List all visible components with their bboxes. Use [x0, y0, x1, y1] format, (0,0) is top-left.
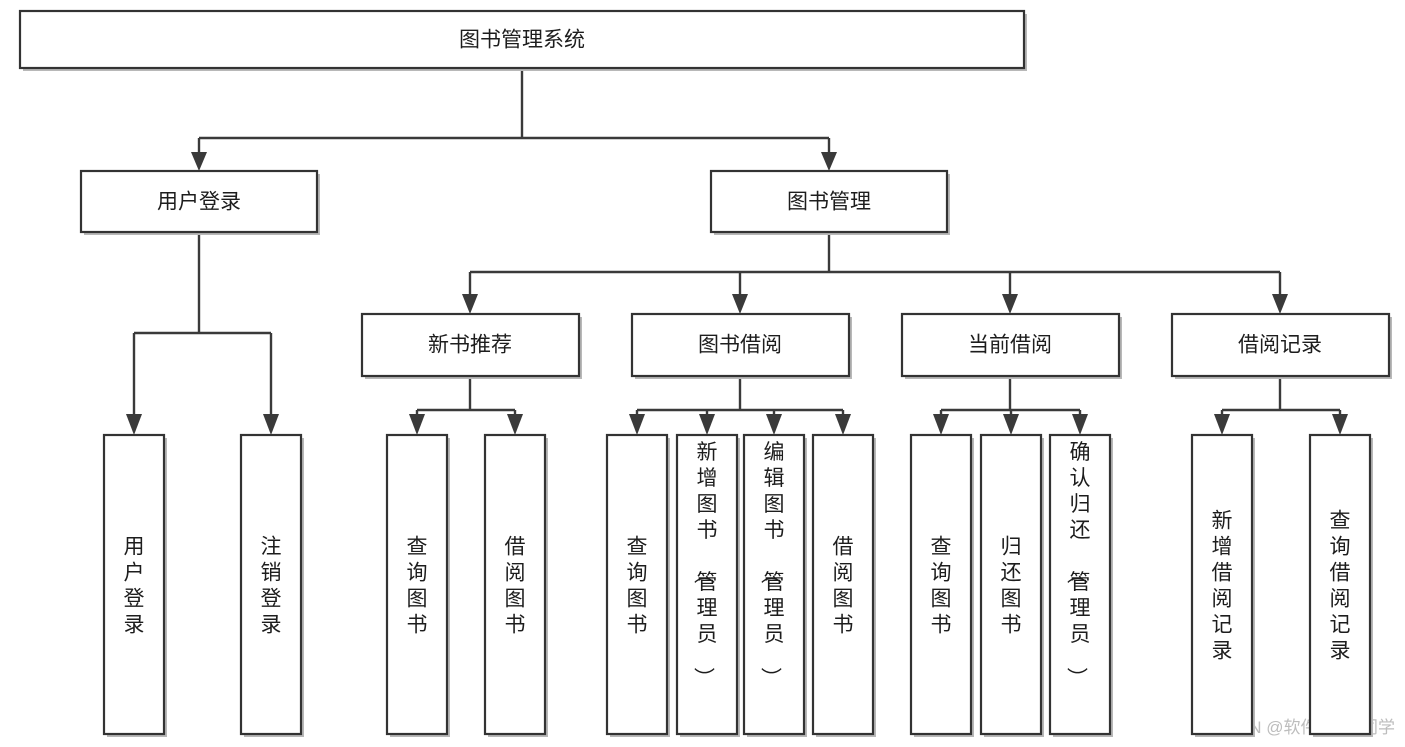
arrow-head-book-borrow — [732, 294, 748, 314]
node-leaf-query-book-1[interactable]: 查询图书 — [385, 433, 450, 737]
connector-layer — [126, 68, 1348, 435]
node-leaf-borrow-book-2[interactable]: 借阅图书 — [811, 433, 876, 737]
arrow-head-leaf-add-record — [1214, 414, 1230, 435]
arrow-head-borrow-record — [1272, 294, 1288, 314]
node-leaf-return-book-rect[interactable] — [979, 433, 1043, 736]
node-root-rect[interactable] — [18, 9, 1026, 70]
node-leaf-logout[interactable]: 注销登录 — [239, 433, 304, 737]
node-new-book-recommend[interactable]: 新书推荐 — [360, 312, 582, 379]
node-book-borrow[interactable]: 图书借阅 — [630, 312, 852, 379]
node-leaf-borrow-book-2-rect[interactable] — [811, 433, 875, 736]
node-new-book-recommend-label: 新书推荐 — [428, 334, 512, 357]
leaf-node-layer: 用户登录 注销登录 查询图书 借阅图书 查询图书 新增图书（管理员） 编辑图书（管理员） 借阅… — [102, 433, 1373, 737]
node-user-login-label: 用户登录 — [157, 191, 241, 214]
node-leaf-query-book-2-rect[interactable] — [605, 433, 669, 736]
arrow-head-leaf-query-book-1 — [409, 414, 425, 435]
node-leaf-add-book-label: 新增图书（管理员） — [692, 441, 718, 688]
node-leaf-query-book-3-rect[interactable] — [909, 433, 973, 736]
node-leaf-add-book[interactable]: 新增图书（管理员） — [675, 433, 740, 737]
arrow-head-leaf-logout — [263, 414, 279, 435]
node-leaf-edit-book[interactable]: 编辑图书（管理员） — [742, 433, 807, 737]
node-book-manage-rect[interactable] — [709, 169, 949, 234]
arrow-head-leaf-borrow-book-2 — [835, 414, 851, 435]
node-borrow-record-label: 借阅记录 — [1238, 334, 1322, 357]
node-root-label: 图书管理系统 — [459, 29, 585, 52]
node-user-login[interactable]: 用户登录 — [79, 169, 320, 235]
node-current-borrow-rect[interactable] — [900, 312, 1121, 378]
node-leaf-return-book-label: 归还图书 — [1001, 535, 1022, 636]
node-leaf-borrow-book-1-rect[interactable] — [483, 433, 547, 736]
node-root[interactable]: 图书管理系统 — [18, 9, 1027, 71]
node-leaf-add-record[interactable]: 新增借阅记录 — [1190, 433, 1255, 737]
arrow-head-leaf-edit-book — [766, 414, 782, 435]
node-leaf-add-book-rect[interactable] — [675, 433, 739, 736]
node-leaf-return-book[interactable]: 归还图书 — [979, 433, 1044, 737]
node-leaf-logout-label: 注销登录 — [261, 535, 282, 636]
node-leaf-query-record-label: 查询借阅记录 — [1330, 509, 1351, 662]
arrow-head-current-borrow — [1002, 294, 1018, 314]
node-leaf-edit-book-label: 编辑图书（管理员） — [759, 441, 785, 688]
arrow-head-leaf-user-login — [126, 414, 142, 435]
node-leaf-query-book-1-label: 查询图书 — [407, 535, 428, 636]
node-current-borrow[interactable]: 当前借阅 — [900, 312, 1122, 379]
arrow-head-leaf-confirm-return — [1072, 414, 1088, 435]
node-user-login-rect[interactable] — [79, 169, 319, 234]
node-new-book-recommend-rect[interactable] — [360, 312, 581, 378]
node-borrow-record[interactable]: 借阅记录 — [1170, 312, 1392, 379]
node-leaf-query-book-2-label: 查询图书 — [627, 535, 648, 636]
arrow-head-user-login — [191, 152, 207, 171]
node-leaf-query-book-1-rect[interactable] — [385, 433, 449, 736]
node-leaf-user-login[interactable]: 用户登录 — [102, 433, 167, 737]
arrow-head-leaf-borrow-book-1 — [507, 414, 523, 435]
arrow-head-leaf-return-book — [1003, 414, 1019, 435]
node-leaf-borrow-book-1[interactable]: 借阅图书 — [483, 433, 548, 737]
node-leaf-add-record-rect[interactable] — [1190, 433, 1254, 736]
node-book-borrow-rect[interactable] — [630, 312, 851, 378]
node-borrow-record-rect[interactable] — [1170, 312, 1391, 378]
arrow-head-leaf-query-book-3 — [933, 414, 949, 435]
node-leaf-user-login-label: 用户登录 — [124, 535, 145, 636]
node-leaf-query-book-2[interactable]: 查询图书 — [605, 433, 670, 737]
node-leaf-query-record-rect[interactable] — [1308, 433, 1372, 736]
node-leaf-confirm-return-rect[interactable] — [1048, 433, 1112, 736]
node-leaf-logout-rect[interactable] — [239, 433, 303, 736]
arrow-head-leaf-query-record — [1332, 414, 1348, 435]
node-current-borrow-label: 当前借阅 — [968, 334, 1052, 357]
node-leaf-query-book-3[interactable]: 查询图书 — [909, 433, 974, 737]
node-leaf-query-record[interactable]: 查询借阅记录 — [1308, 433, 1373, 737]
node-book-borrow-label: 图书借阅 — [698, 334, 782, 357]
arrow-head-leaf-add-book — [699, 414, 715, 435]
node-book-manage[interactable]: 图书管理 — [709, 169, 950, 235]
node-leaf-confirm-return-label: 确认归还（管理员） — [1065, 441, 1091, 688]
node-leaf-edit-book-rect[interactable] — [742, 433, 806, 736]
node-leaf-user-login-rect[interactable] — [102, 433, 166, 736]
node-leaf-borrow-book-2-label: 借阅图书 — [833, 535, 854, 636]
node-leaf-confirm-return[interactable]: 确认归还（管理员） — [1048, 433, 1113, 737]
node-leaf-borrow-book-1-label: 借阅图书 — [505, 535, 526, 636]
node-book-manage-label: 图书管理 — [787, 191, 871, 214]
arrow-head-book-manage — [821, 152, 837, 171]
arrow-head-new-book-recommend — [462, 294, 478, 314]
node-leaf-query-book-3-label: 查询图书 — [931, 535, 952, 636]
arrow-head-leaf-query-book-2 — [629, 414, 645, 435]
node-leaf-add-record-label: 新增借阅记录 — [1212, 509, 1233, 662]
